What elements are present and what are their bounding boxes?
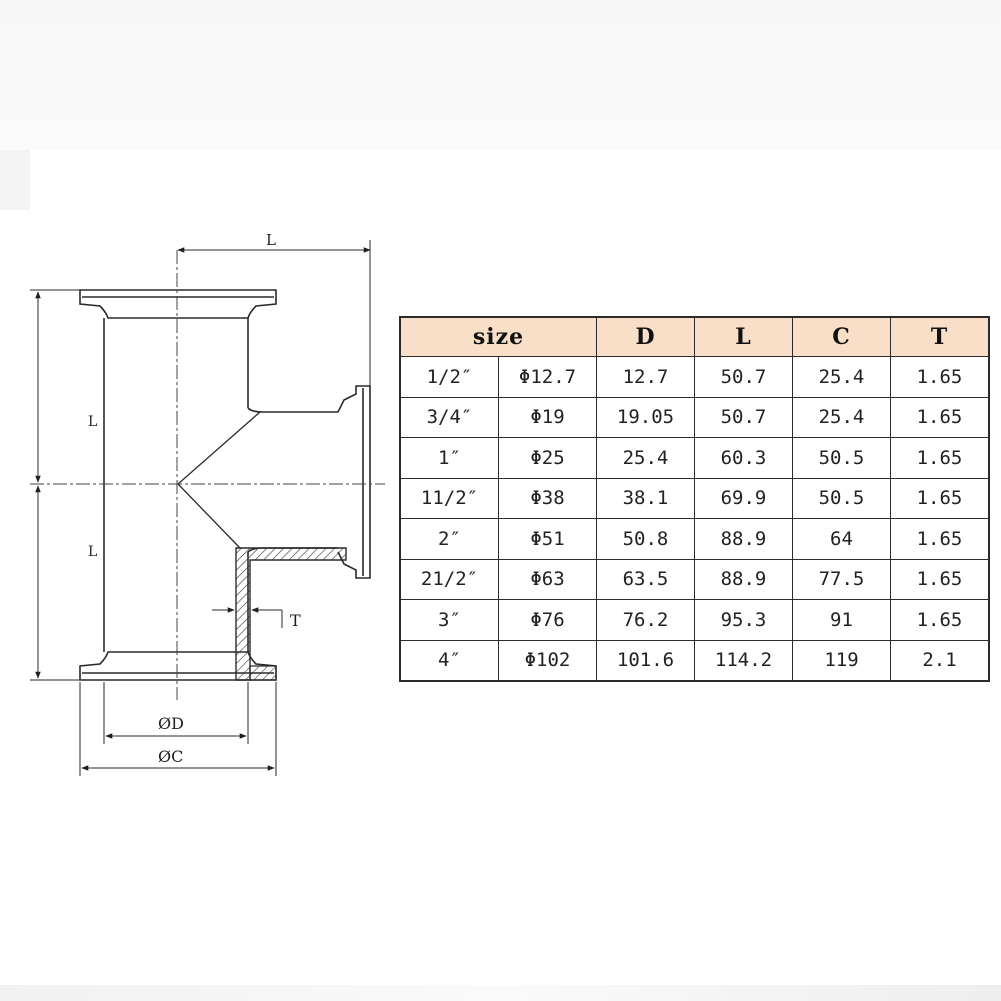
table-header-row: size D L C T (399, 316, 990, 357)
cell-D: 50.8 (596, 518, 695, 560)
table-row: 2″ Φ51 50.8 88.9 64 1.65 (399, 518, 990, 560)
table-row: 11/2″ Φ38 38.1 69.9 50.5 1.65 (399, 477, 990, 519)
cell-T: 1.65 (890, 558, 990, 600)
cell-L: 69.9 (694, 477, 793, 519)
cell-size: 11/2″ (399, 477, 499, 519)
cell-D: 12.7 (596, 356, 695, 398)
cell-phi: Φ19 (498, 396, 597, 438)
cell-size: 4″ (399, 639, 499, 682)
right-flange (337, 385, 371, 579)
cell-C: 119 (792, 639, 891, 682)
cell-phi: Φ102 (498, 639, 597, 682)
cell-L: 88.9 (694, 518, 793, 560)
cell-T: 1.65 (890, 437, 990, 479)
dim-label-T: T (290, 611, 301, 630)
left-background-patch (0, 150, 30, 210)
cell-D: 38.1 (596, 477, 695, 519)
cell-C: 91 (792, 599, 891, 641)
header-L: L (694, 316, 793, 357)
table-row: 3/4″ Φ19 19.05 50.7 25.4 1.65 (399, 396, 990, 438)
cell-phi: Φ63 (498, 558, 597, 600)
cell-C: 77.5 (792, 558, 891, 600)
cell-phi: Φ38 (498, 477, 597, 519)
table-row: 4″ Φ102 101.6 114.2 119 2.1 (399, 639, 990, 682)
cell-D: 76.2 (596, 599, 695, 641)
cell-phi: Φ25 (498, 437, 597, 479)
cell-phi: Φ76 (498, 599, 597, 641)
top-background-band (0, 0, 1001, 150)
header-D: D (596, 316, 695, 357)
cell-size: 21/2″ (399, 558, 499, 600)
cell-phi: Φ12.7 (498, 356, 597, 398)
hatched-section (235, 547, 347, 681)
cell-T: 1.65 (890, 599, 990, 641)
dim-label-D: ØD (158, 714, 184, 733)
cell-D: 101.6 (596, 639, 695, 682)
cell-C: 25.4 (792, 356, 891, 398)
cell-size: 3/4″ (399, 396, 499, 438)
cell-L: 50.7 (694, 396, 793, 438)
cell-T: 1.65 (890, 396, 990, 438)
cell-size: 1″ (399, 437, 499, 479)
table-row: 1/2″ Φ12.7 12.7 50.7 25.4 1.65 (399, 356, 990, 398)
cell-T: 1.65 (890, 356, 990, 398)
cell-C: 50.5 (792, 477, 891, 519)
table-row: 21/2″ Φ63 63.5 88.9 77.5 1.65 (399, 558, 990, 600)
header-size: size (399, 316, 597, 357)
cell-T: 2.1 (890, 639, 990, 682)
cell-D: 63.5 (596, 558, 695, 600)
dim-label-top-L: L (266, 231, 276, 249)
cell-D: 19.05 (596, 396, 695, 438)
cell-phi: Φ51 (498, 518, 597, 560)
table-row: 3″ Φ76 76.2 95.3 91 1.65 (399, 599, 990, 641)
cell-C: 25.4 (792, 396, 891, 438)
cell-size: 2″ (399, 518, 499, 560)
cell-T: 1.65 (890, 518, 990, 560)
cell-C: 64 (792, 518, 891, 560)
table-row: 1″ Φ25 25.4 60.3 50.5 1.65 (399, 437, 990, 479)
cell-L: 60.3 (694, 437, 793, 479)
cell-L: 114.2 (694, 639, 793, 682)
top-flange (79, 289, 277, 319)
cell-size: 3″ (399, 599, 499, 641)
bottom-background-band (0, 985, 1001, 1001)
cell-C: 50.5 (792, 437, 891, 479)
cell-L: 95.3 (694, 599, 793, 641)
cell-size: 1/2″ (399, 356, 499, 398)
cell-L: 50.7 (694, 356, 793, 398)
header-C: C (792, 316, 891, 357)
cell-L: 88.9 (694, 558, 793, 600)
header-T: T (890, 316, 990, 357)
size-spec-table: size D L C T 1/2″ Φ12.7 12.7 50.7 25.4 1… (399, 316, 990, 682)
dim-label-left-L-upper: L (88, 414, 97, 430)
dim-label-C: ØC (158, 747, 183, 766)
dim-label-left-L-lower: L (88, 544, 97, 560)
cell-T: 1.65 (890, 477, 990, 519)
cell-D: 25.4 (596, 437, 695, 479)
